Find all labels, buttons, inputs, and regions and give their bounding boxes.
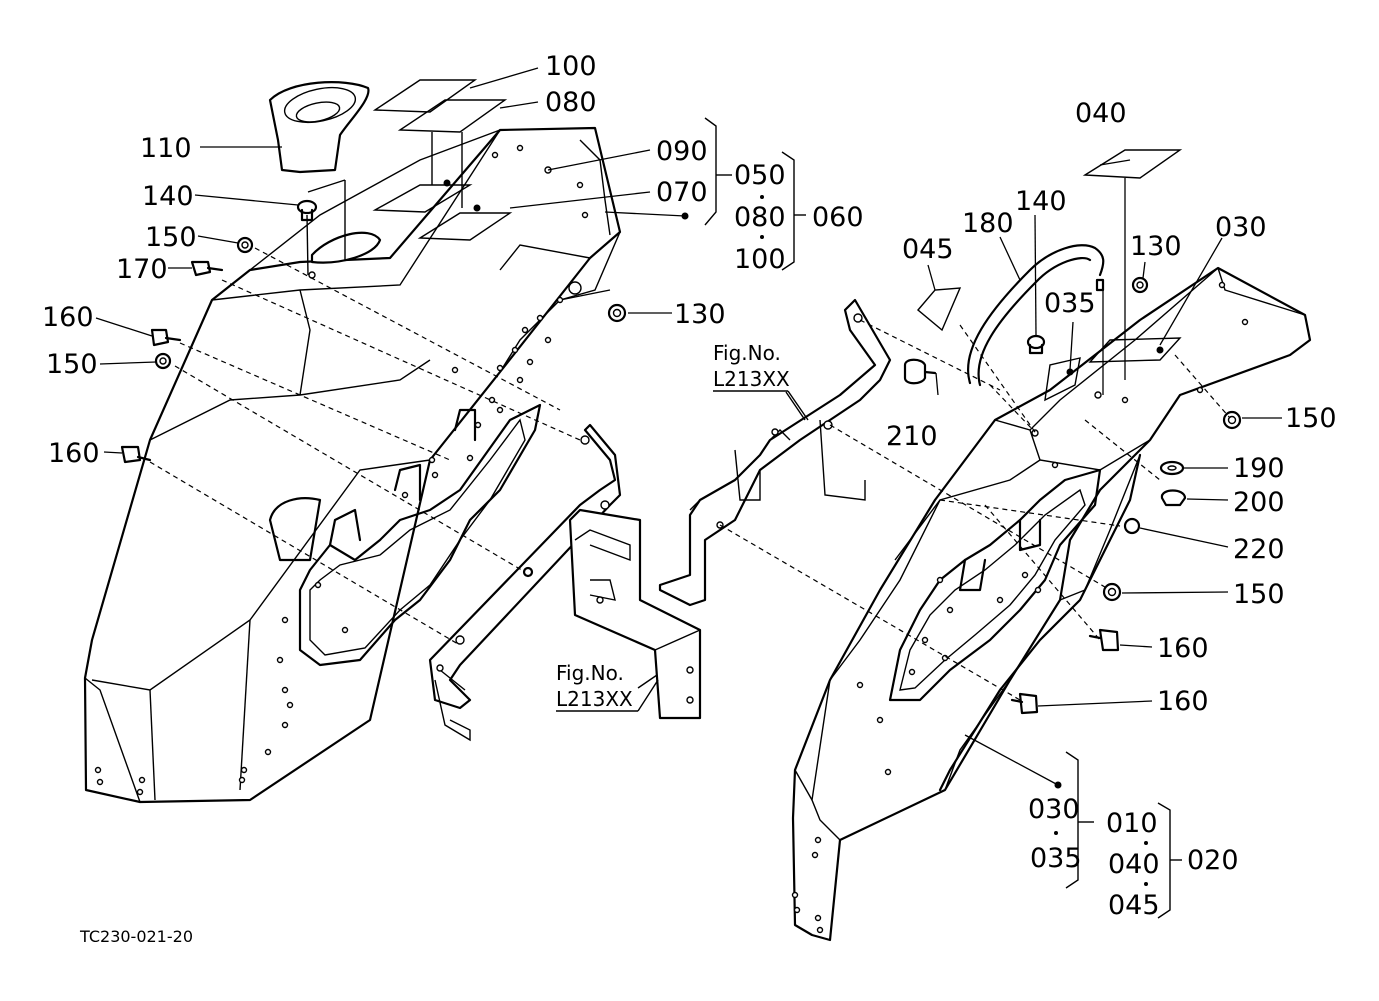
callout-080: 080	[545, 87, 597, 118]
left-callout-labels: 100 080 110 090 050 140 070 080 060 100 …	[42, 51, 864, 469]
callout-100: 100	[545, 51, 597, 82]
right-leaders	[637, 159, 1282, 919]
right-bracket	[658, 298, 892, 607]
left-fender-holes	[94, 144, 589, 796]
callout-060: 060	[812, 202, 864, 233]
callout-200: 200	[1233, 487, 1285, 518]
fig-ref-line1: Fig.No.	[713, 341, 781, 365]
callout-110: 110	[140, 133, 192, 164]
callout-045: 045	[902, 234, 954, 265]
callout-190: 190	[1233, 453, 1285, 484]
left-fender	[83, 79, 622, 804]
fig-ref-left: Fig.No. L213XX	[556, 661, 659, 712]
callout-070: 070	[656, 177, 708, 208]
callout-100-kit: 100	[734, 244, 786, 275]
diagram-code: TC230-021-20	[79, 927, 193, 946]
right-fender	[791, 266, 1312, 942]
callout-030-kit: 030	[1028, 794, 1080, 825]
callout-045-kit: 045	[1108, 890, 1160, 921]
callout-150-a: 150	[145, 222, 197, 253]
callout-150-right-b: 150	[1233, 579, 1285, 610]
fig-ref-line2: L213XX	[713, 367, 790, 391]
callout-030: 030	[1215, 212, 1267, 243]
callout-210: 210	[886, 421, 938, 452]
callout-080-kit: 080	[734, 202, 786, 233]
callout-050: 050	[734, 160, 786, 191]
callout-130: 130	[674, 299, 726, 330]
callout-035-kit: 035	[1030, 843, 1082, 874]
callout-020: 020	[1187, 845, 1239, 876]
callout-040-kit: 040	[1108, 849, 1160, 880]
left-bracket	[428, 423, 702, 742]
fig-ref-right: Fig.No. L213XX	[713, 341, 809, 421]
fig-ref-line1: Fig.No.	[556, 661, 624, 685]
callout-140-right: 140	[1015, 186, 1067, 217]
callout-035: 035	[1044, 288, 1096, 319]
left-small-parts	[120, 81, 627, 578]
callout-160-b: 160	[48, 438, 100, 469]
callout-150-b: 150	[46, 349, 98, 380]
callout-220: 220	[1233, 534, 1285, 565]
right-callout-labels: 040 140 180 045 130 030 035 210 150 190 …	[886, 98, 1337, 921]
callout-140: 140	[142, 181, 194, 212]
callout-150-right-a: 150	[1285, 403, 1337, 434]
callout-160-right-a: 160	[1157, 633, 1209, 664]
callout-170: 170	[116, 254, 168, 285]
right-fender-holes	[791, 281, 1249, 934]
left-leaders	[95, 67, 806, 645]
callout-160-a: 160	[42, 302, 94, 333]
fig-ref-line2: L213XX	[556, 687, 633, 711]
callout-090: 090	[656, 136, 708, 167]
callout-130-right: 130	[1130, 231, 1182, 262]
callout-010: 010	[1106, 808, 1158, 839]
right-small-parts	[903, 149, 1242, 715]
callout-180: 180	[962, 208, 1014, 239]
callout-040: 040	[1075, 98, 1127, 129]
callout-160-right-b: 160	[1157, 686, 1209, 717]
